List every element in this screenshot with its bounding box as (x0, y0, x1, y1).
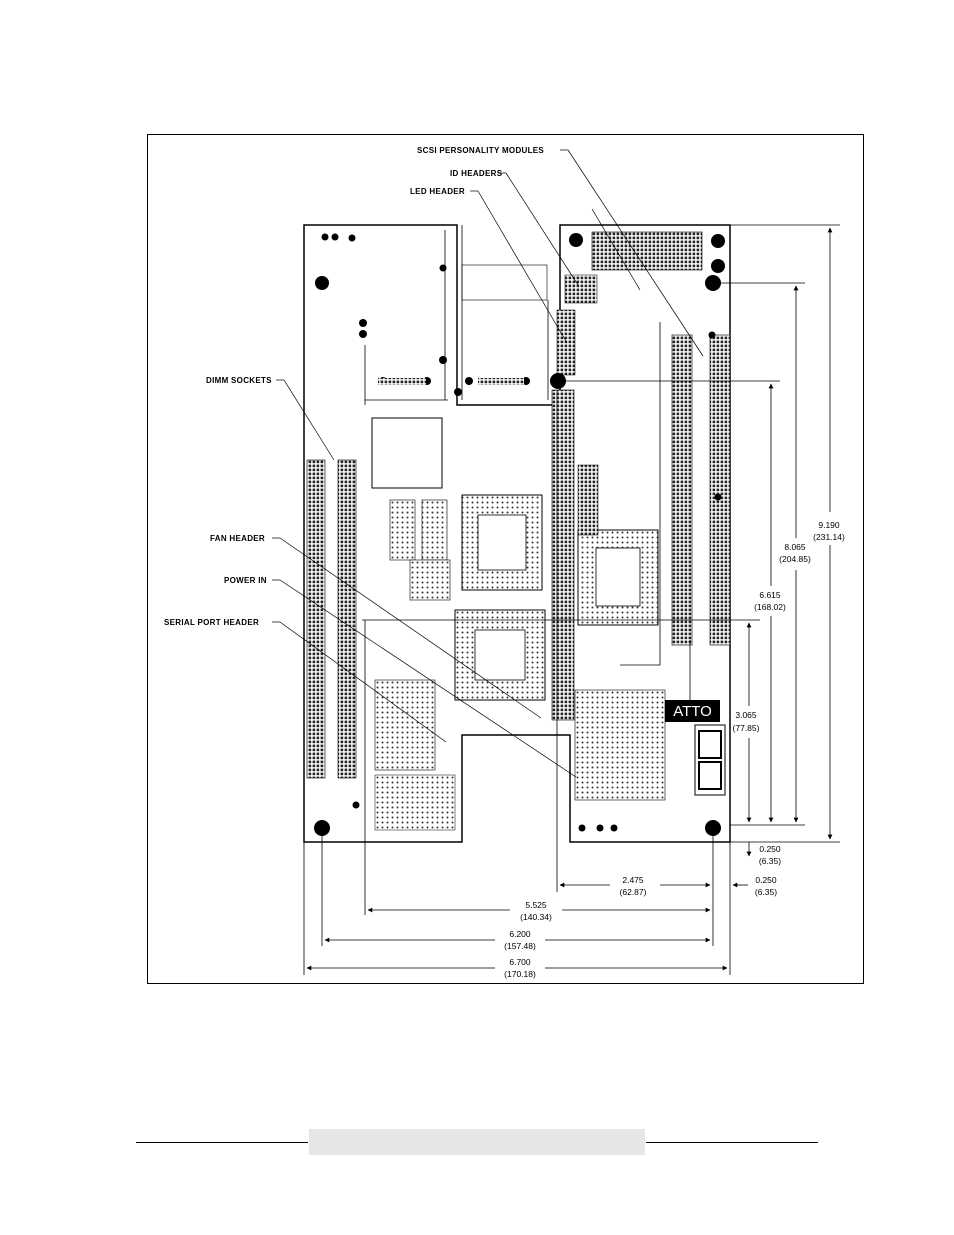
dim-0250a-mm: (6.35) (759, 856, 781, 866)
dim-6200-mm: (157.48) (504, 941, 536, 951)
dim-5525-mm: (140.34) (520, 912, 552, 922)
right-component-strip (577, 464, 599, 536)
callout-fan-header: FAN HEADER (210, 534, 265, 543)
mount-hole (569, 233, 583, 247)
callouts (272, 149, 704, 778)
callout-power-in: POWER IN (224, 576, 267, 585)
memory-chip-1 (389, 499, 416, 561)
mount-hole (314, 820, 330, 836)
footer-box (309, 1129, 645, 1155)
pcb-components (306, 225, 731, 836)
atto-logo: ATTO (665, 700, 720, 722)
dim-5525-inch: 5.525 (525, 900, 547, 910)
dim-3065-inch: 3.065 (735, 710, 757, 720)
mount-hole (315, 276, 329, 290)
dim-0250a-inch: 0.250 (759, 844, 781, 854)
scsi-connector-1 (671, 334, 693, 646)
cpu-chip (371, 417, 443, 489)
footer-rule-right (646, 1142, 818, 1143)
scsi-connector-2 (709, 334, 731, 646)
dim-2475-mm: (62.87) (620, 887, 647, 897)
svg-text:ATTO: ATTO (673, 703, 712, 720)
horizontal-dimensions (303, 390, 748, 975)
mount-hole (705, 820, 721, 836)
dim-0250b-inch: 0.250 (755, 875, 777, 885)
dim-6615-inch: 6.615 (759, 590, 781, 600)
top-connector (591, 231, 703, 271)
pci-connector (551, 389, 575, 721)
memory-chip-2 (421, 499, 448, 561)
id-header-block (564, 274, 598, 304)
dim-9190-mm: (231.14) (813, 532, 845, 542)
mount-hole (711, 259, 725, 273)
lower-left-bottom-chips (374, 774, 456, 831)
dim-8065-mm: (204.85) (779, 554, 811, 564)
callout-dimm-sockets: DIMM SOCKETS (206, 376, 272, 385)
callout-id-headers: ID HEADERS (450, 169, 503, 178)
callout-led-header: LED HEADER (410, 187, 465, 196)
dim-0250b-mm: (6.35) (755, 887, 777, 897)
dim-6700-mm: (170.18) (504, 969, 536, 979)
dimension-labels: 9.190 (231.14) 8.065 (204.85) 6.615 (168… (504, 520, 845, 979)
mount-hole (711, 234, 725, 248)
lower-right-chips (574, 689, 666, 801)
lower-left-chips (374, 679, 436, 771)
dim-6615-mm: (168.02) (754, 602, 786, 612)
dimm-socket-1 (306, 459, 326, 779)
vertical-dimensions (362, 224, 840, 857)
top-middle-module (461, 264, 548, 301)
callout-serial-port-header: SERIAL PORT HEADER (164, 618, 259, 627)
dim-6700-inch: 6.700 (509, 957, 531, 967)
dim-3065-mm: (77.85) (733, 723, 760, 733)
drawing-frame (147, 134, 864, 984)
dim-2475-inch: 2.475 (622, 875, 644, 885)
small-chip-grid (409, 559, 451, 601)
mount-hole (705, 275, 721, 291)
callout-scsi-personality-modules: SCSI PERSONALITY MODULES (417, 146, 544, 155)
footer-rule-left (136, 1142, 308, 1143)
dim-8065-inch: 8.065 (784, 542, 806, 552)
dim-6200-inch: 6.200 (509, 929, 531, 939)
dim-9190-inch: 9.190 (818, 520, 840, 530)
led-header-block (556, 309, 576, 376)
dimm-socket-2 (337, 459, 357, 779)
